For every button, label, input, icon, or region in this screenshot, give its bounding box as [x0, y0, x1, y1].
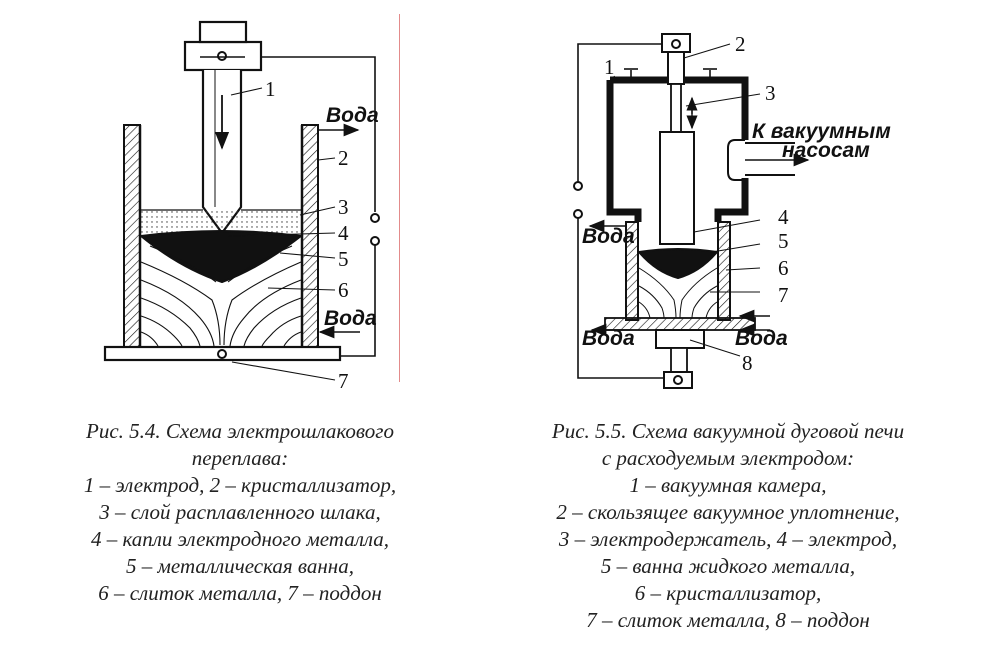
- caption-right-line: 3 – электродержатель, 4 – электрод,: [558, 527, 898, 551]
- right-label-2: 2: [735, 32, 746, 56]
- vacuum-pipe: [727, 139, 745, 181]
- crystallizer-right: [717, 221, 731, 321]
- vacuum-chamber: [606, 76, 749, 222]
- right-water-out-top: Вода: [582, 225, 635, 248]
- figure-vacuum-arc: [573, 33, 810, 389]
- right-label-1: 1: [604, 55, 615, 79]
- left-label-2: 2: [338, 146, 349, 170]
- electrode-holder-rod: [670, 83, 682, 133]
- right-label-3: 3: [765, 81, 776, 105]
- caption-right-line: 7 – слиток металла, 8 – поддон: [586, 608, 870, 632]
- right-labels: 1 2 3 4 5 6 7 8 К вакуумным насосам Вода…: [582, 32, 891, 375]
- caption-left-line: переплава:: [191, 446, 289, 470]
- vacuum-label-line2: насосам: [782, 139, 870, 162]
- right-label-5: 5: [778, 229, 789, 253]
- caption-right-line: 1 – вакуумная камера,: [629, 473, 827, 497]
- left-label-5: 5: [338, 247, 349, 271]
- left-label-1: 1: [265, 77, 276, 101]
- metal-pool: [138, 230, 304, 284]
- ingot-lines: [638, 267, 718, 319]
- mold-wall-right: [301, 124, 319, 348]
- right-label-7: 7: [778, 283, 789, 307]
- caption-left-line: Рис. 5.4. Схема электрошлакового: [86, 419, 394, 443]
- caption-right: Рис. 5.5. Схема вакуумной дуговой печи с…: [478, 418, 978, 634]
- caption-left-line: 1 – электрод, 2 – кристаллизатор,: [83, 473, 397, 497]
- caption-right-line: с расходуемым электродом:: [601, 446, 855, 470]
- caption-left-line: 3 – слой расплавленного шлака,: [99, 500, 381, 524]
- right-label-4: 4: [778, 205, 789, 229]
- vacuum-label-line1: К вакуумным: [752, 120, 891, 143]
- right-water-in: Вода: [735, 327, 788, 350]
- right-label-6: 6: [778, 256, 789, 280]
- mold-wall-left: [123, 124, 141, 348]
- sliding-seal: [667, 51, 685, 85]
- bottom-pallet: [655, 329, 705, 349]
- caption-left: Рис. 5.4. Схема электрошлакового перепла…: [20, 418, 460, 607]
- left-label-4: 4: [338, 221, 349, 245]
- divider-line: [399, 14, 400, 382]
- liquid-metal-pool: [637, 248, 719, 280]
- caption-right-line: 6 – кристаллизатор,: [634, 581, 822, 605]
- figure-electroslag: [103, 20, 380, 381]
- left-label-7: 7: [338, 369, 349, 393]
- caption-right-line: 5 – ванна жидкого металла,: [600, 554, 856, 578]
- left-label-3: 3: [338, 195, 349, 219]
- caption-right-line: Рис. 5.5. Схема вакуумной дуговой печи: [551, 419, 905, 443]
- right-label-8: 8: [742, 351, 753, 375]
- consumable-electrode: [659, 131, 695, 245]
- caption-left-line: 6 – слиток металла, 7 – поддон: [98, 581, 382, 605]
- left-labels: 1 2 3 4 5 6 7 Вода Вода: [265, 77, 379, 393]
- caption-left-line: 4 – капли электродного металла,: [90, 527, 390, 551]
- left-label-6: 6: [338, 278, 349, 302]
- caption-right-line: 2 – скользящее вакуумное уплотнение,: [556, 500, 900, 524]
- caption-left-line: 5 – металлическая ванна,: [126, 554, 354, 578]
- left-water-in-label: Вода: [324, 307, 377, 330]
- left-water-out-label: Вода: [326, 104, 379, 127]
- right-water-out-bottom: Вода: [582, 327, 635, 350]
- ingot-structure: [140, 245, 302, 347]
